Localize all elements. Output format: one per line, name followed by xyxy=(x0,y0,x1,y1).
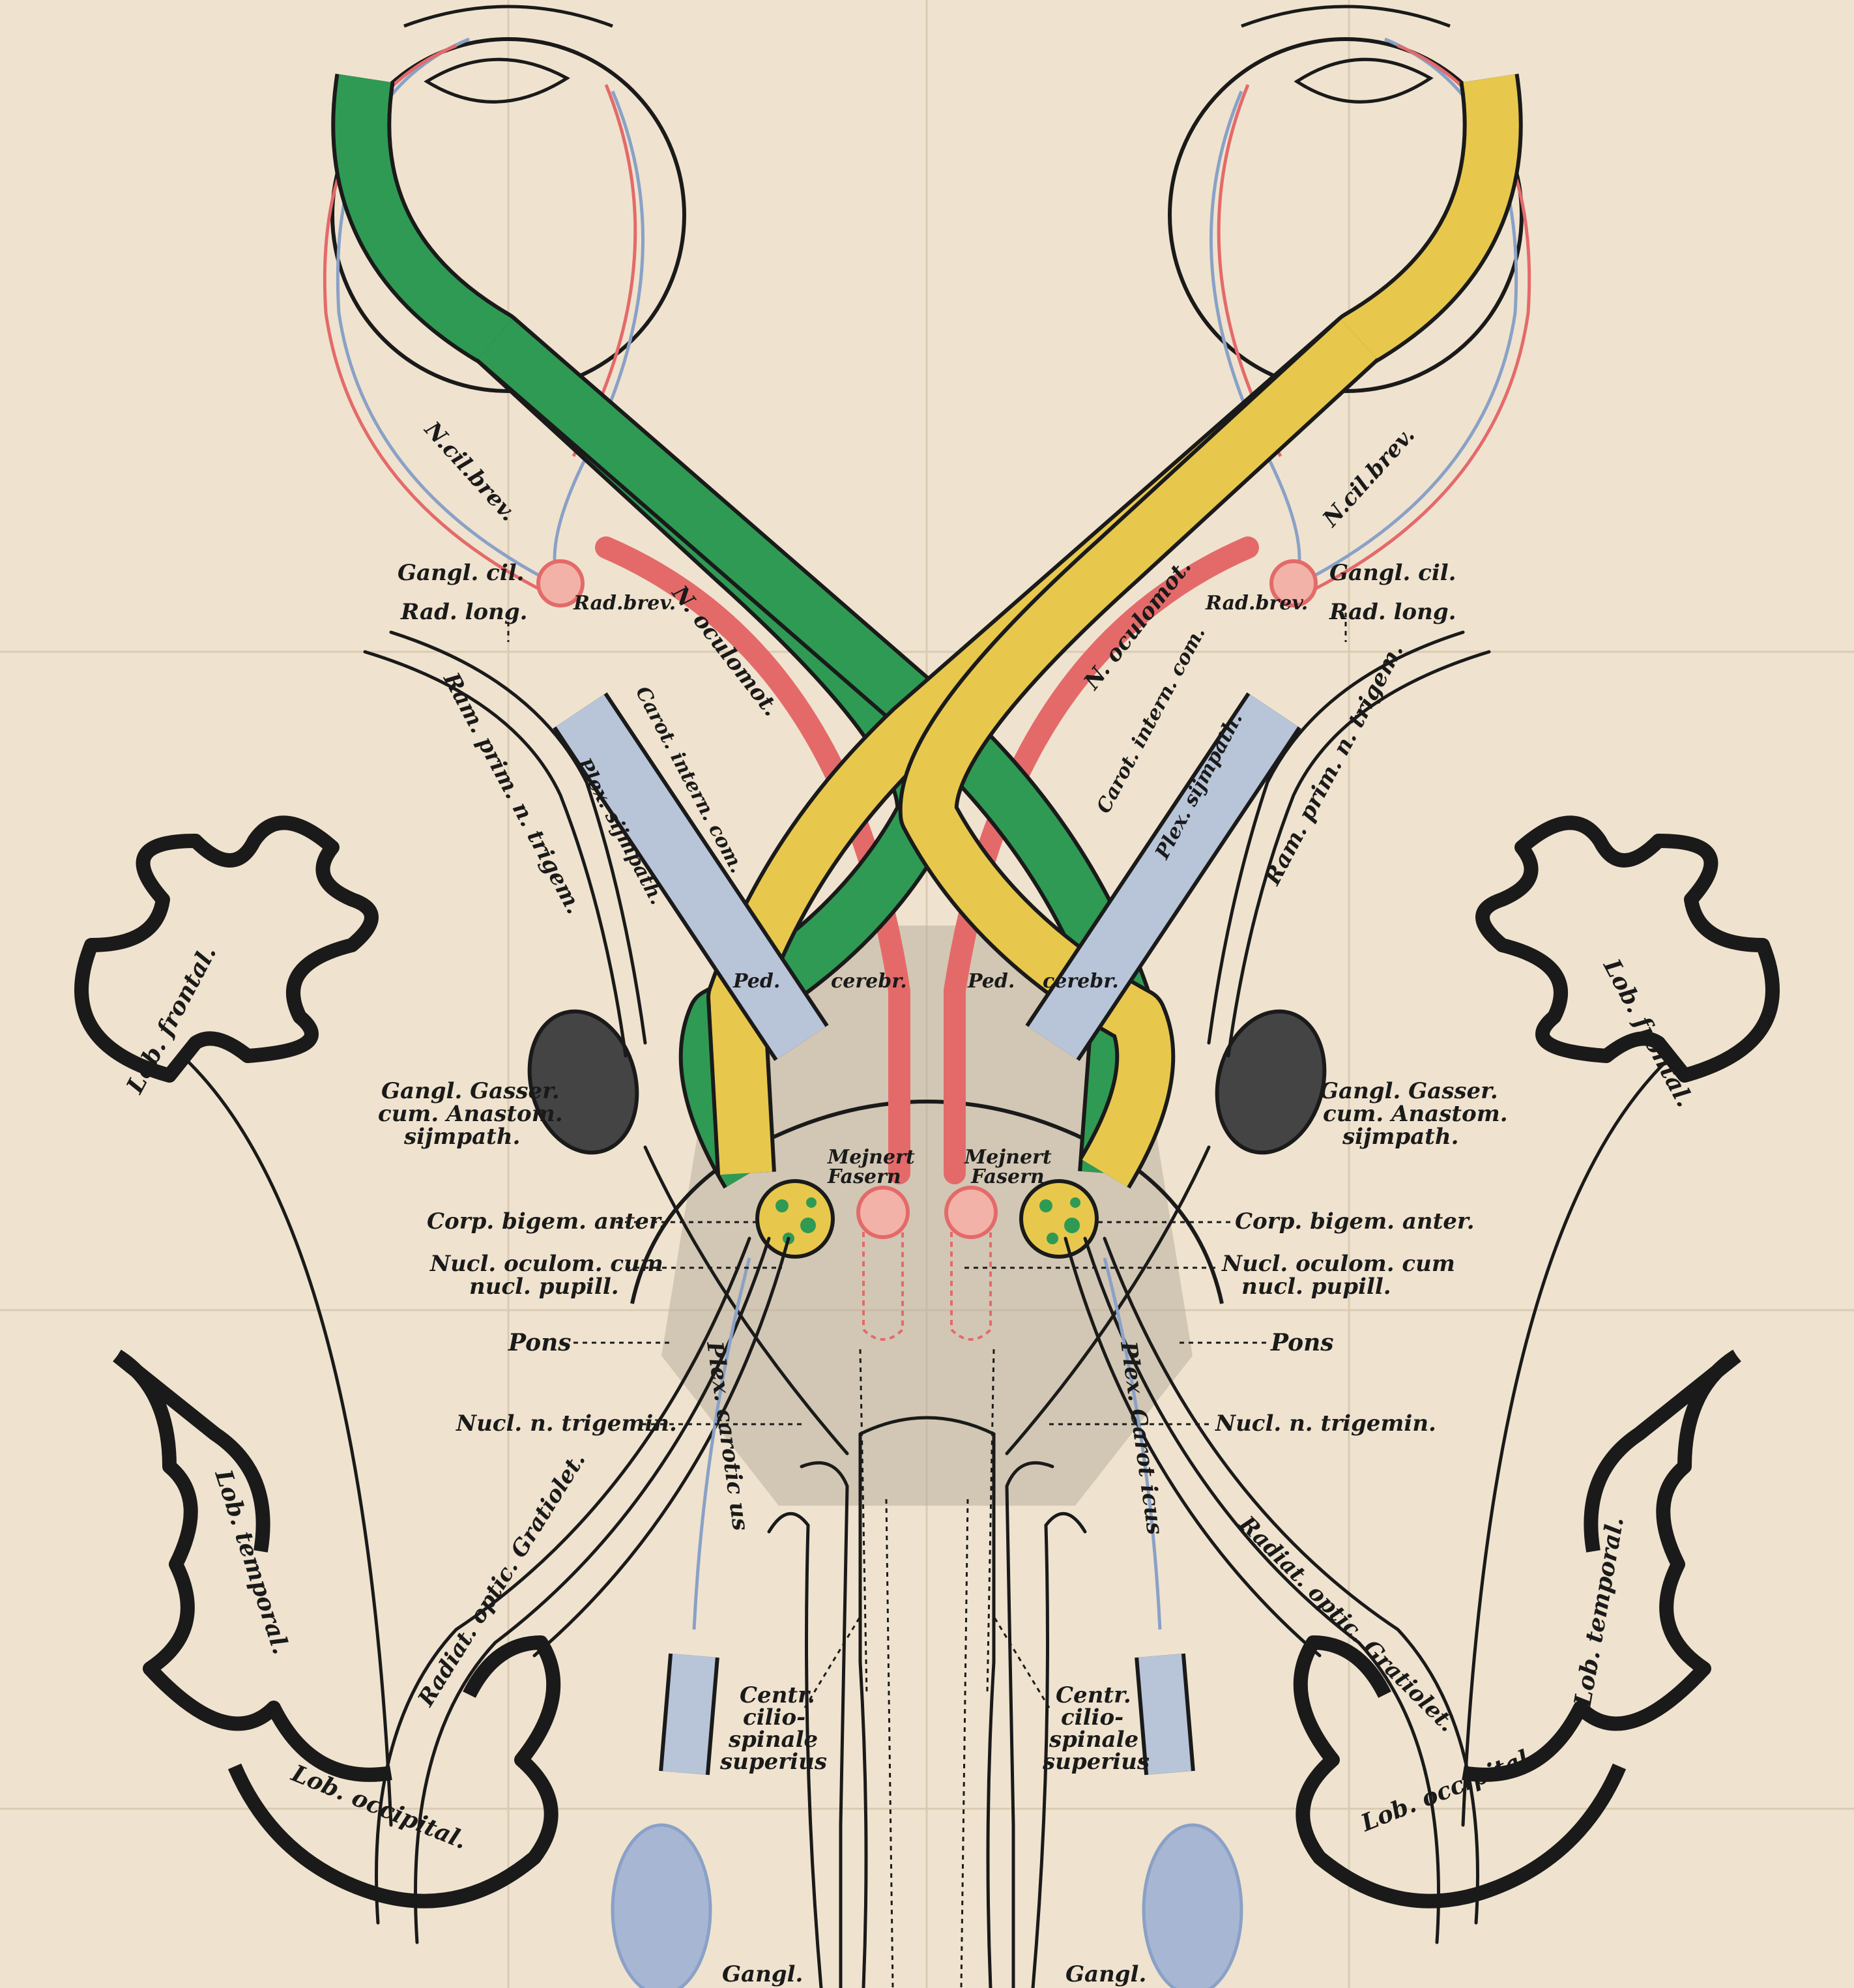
label-gangl-gasser-left-3: sijmpath. xyxy=(403,1124,520,1150)
label-gangl-cil-left: Gangl. cil. xyxy=(398,560,525,586)
label-corp-bigem-left: Corp. bigem. anter. xyxy=(427,1208,667,1235)
label-ped-right: Ped. xyxy=(967,970,1015,993)
label-gangl-gasser-left-2: cum. Anastom. xyxy=(378,1101,563,1127)
right-lobes xyxy=(1301,823,1773,1901)
label-corp-bigem-right: Corp. bigem. anter. xyxy=(1235,1208,1475,1235)
label-gangl-gasser-right-2: cum. Anastom. xyxy=(1323,1101,1508,1127)
label-nucl-trigemin-right: Nucl. n. trigemin. xyxy=(1215,1411,1436,1437)
sympathetic-ganglion-right xyxy=(1144,1825,1241,1988)
label-rad-long-left: Rad. long. xyxy=(400,599,527,625)
label-centr-left-4: superius xyxy=(719,1749,827,1775)
label-nucl-oculom-left-1: Nucl. oculom. cum xyxy=(429,1251,663,1277)
label-mejnert-left-2: Fasern xyxy=(827,1165,901,1188)
label-centr-right-4: superius xyxy=(1042,1749,1150,1775)
label-rad-long-right: Rad. long. xyxy=(1329,599,1456,625)
label-ram-prim-right: Ram. prim. n. trigem. xyxy=(1259,639,1409,890)
label-n-cil-brev-left: N.cil.brev. xyxy=(419,417,522,527)
label-gangl-cil-right: Gangl. cil. xyxy=(1329,560,1456,586)
label-gangl-gasser-left-1: Gangl. Gasser. xyxy=(381,1078,560,1104)
label-gangl-gasser-right-1: Gangl. Gasser. xyxy=(1320,1078,1498,1104)
left-lobes xyxy=(81,823,553,1901)
label-radiat-left: Radiat. optic. Gratiolet. xyxy=(413,1448,590,1712)
label-nucl-trigemin-left: Nucl. n. trigemin. xyxy=(456,1411,677,1437)
label-gangl-bottom-left: Gangl. xyxy=(722,1961,803,1987)
label-rad-brev-left: Rad.brev. xyxy=(573,592,676,615)
label-pons-right: Pons xyxy=(1270,1329,1334,1356)
label-cerebr-right: cerebr. xyxy=(1043,970,1119,993)
label-lob-frontal-right: Lob. frontal. xyxy=(1598,954,1699,1112)
label-rad-brev-right: Rad.brev. xyxy=(1205,592,1308,615)
label-n-cil-brev-right: N.cil.brev. xyxy=(1317,422,1420,533)
label-nucl-oculom-left-2: nucl. pupill. xyxy=(469,1274,619,1300)
label-radiat-right: Radiat. optic. Gratiolet. xyxy=(1234,1510,1460,1737)
label-lob-temporal-right: Lob. temporal. xyxy=(1569,1515,1629,1710)
oculomotor-nucleus-left xyxy=(858,1188,908,1237)
sympathetic-ganglion-left xyxy=(613,1825,710,1988)
corpus-bigeminum-left xyxy=(757,1181,833,1257)
label-gangl-bottom-right: Gangl. xyxy=(1065,1961,1146,1987)
label-mejnert-right-2: Fasern xyxy=(970,1165,1045,1188)
corpus-bigeminum-right xyxy=(1021,1181,1097,1257)
label-lob-occipital-right: Lob. occipital. xyxy=(1357,1742,1541,1837)
label-ped-left: Ped. xyxy=(732,970,780,993)
label-ram-prim-left: Ram. prim. n. trigem. xyxy=(438,668,588,918)
oculomotor-nucleus-right xyxy=(946,1188,996,1237)
label-pons-left: Pons xyxy=(508,1329,572,1356)
label-nucl-oculom-right-2: nucl. pupill. xyxy=(1241,1274,1391,1300)
label-nucl-oculom-right-1: Nucl. oculom. cum xyxy=(1221,1251,1455,1277)
label-gangl-gasser-right-3: sijmpath. xyxy=(1342,1124,1458,1150)
label-cerebr-left: cerebr. xyxy=(831,970,907,993)
